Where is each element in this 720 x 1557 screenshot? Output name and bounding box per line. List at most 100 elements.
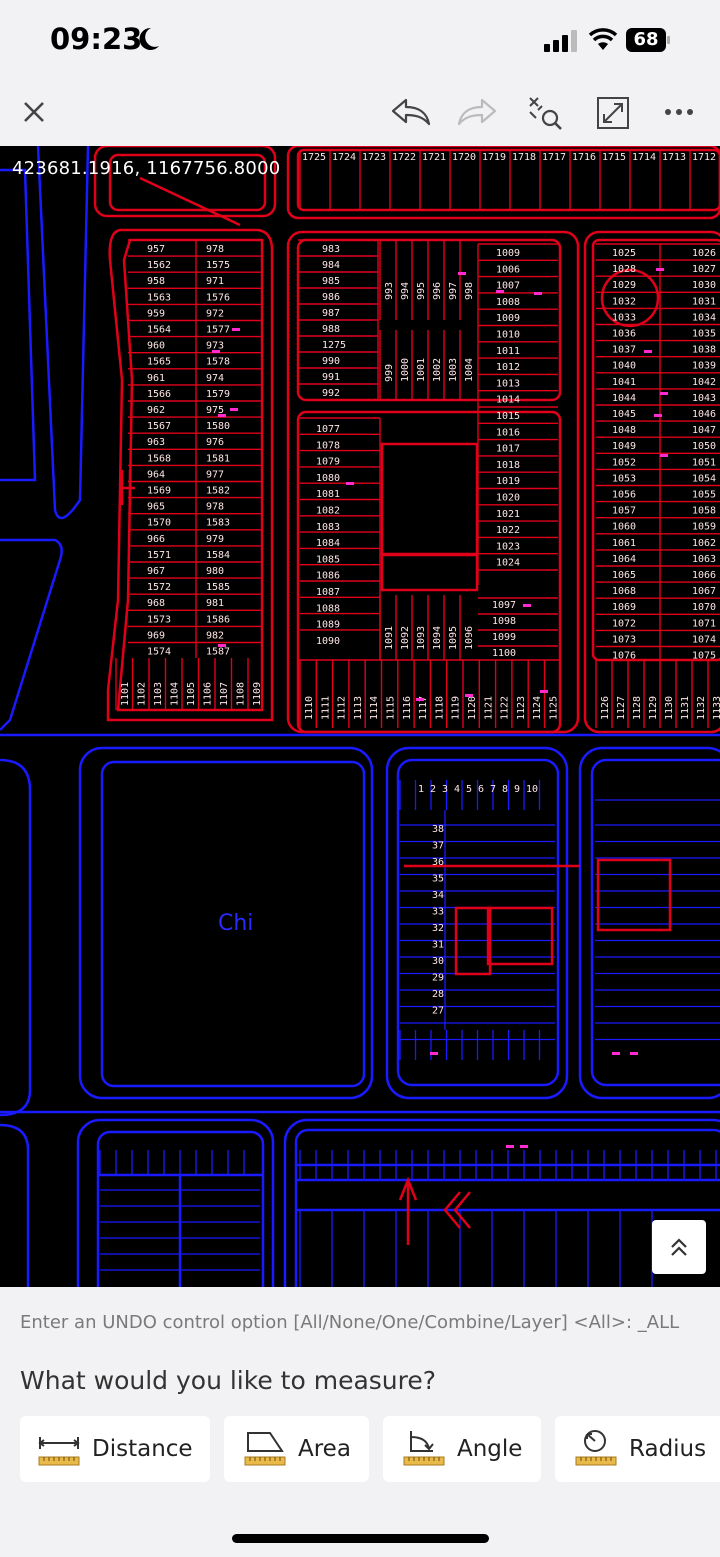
close-icon <box>24 102 44 122</box>
lot-label: 1044 <box>612 393 636 404</box>
lot-label: 1087 <box>316 587 340 598</box>
lot-label: 1071 <box>692 618 716 629</box>
lot-label: 31 <box>432 940 444 951</box>
lot-label: 1080 <box>316 473 340 484</box>
lot-label: 1055 <box>692 490 716 501</box>
lot-label: 1725 <box>302 152 326 163</box>
measure-angle-label: Angle <box>457 1436 523 1462</box>
lot-label-vertical: 1132 <box>696 696 707 720</box>
more-button[interactable] <box>658 92 700 132</box>
lot-label-vertical: 1115 <box>386 696 397 720</box>
lot-label-vertical: 993 <box>384 282 395 300</box>
lot-label: 1564 <box>147 325 171 336</box>
more-icon <box>665 109 693 115</box>
lot-label: 1721 <box>422 152 446 163</box>
lot-label: 1074 <box>692 634 716 645</box>
marker <box>232 328 240 331</box>
lot-label: 1574 <box>147 647 171 658</box>
marker <box>212 350 220 353</box>
lot-label-vertical: 1003 <box>448 358 459 382</box>
lot-label: 1068 <box>612 586 636 597</box>
marker <box>496 290 504 293</box>
lot-label: 1016 <box>496 427 520 438</box>
lot-label: 1012 <box>496 362 520 373</box>
lot-label: 1018 <box>496 460 520 471</box>
lot-label: 1722 <box>392 152 416 163</box>
measure-angle-button[interactable]: Angle <box>383 1416 541 1482</box>
redo-icon <box>457 98 497 126</box>
lot-label: 1714 <box>632 152 656 163</box>
close-button[interactable] <box>14 92 54 132</box>
lot-label: 1053 <box>612 473 636 484</box>
lot-label: 969 <box>147 630 165 641</box>
lot-label: 1021 <box>496 509 520 520</box>
lot-label: 1572 <box>147 582 171 593</box>
cursor-coordinates: 423681.1916, 1167756.8000 <box>12 158 281 179</box>
lot-label: 1098 <box>492 616 516 627</box>
lot-label: 1025 <box>612 248 636 259</box>
lot-label-vertical: 998 <box>464 282 475 300</box>
lot-label: 1034 <box>692 312 716 323</box>
lot-label: 1063 <box>692 554 716 565</box>
lot-label: 1045 <box>612 409 636 420</box>
lot-label: 1084 <box>316 538 340 549</box>
lot-label: 1718 <box>512 152 536 163</box>
lot-label-vertical: 1120 <box>467 696 478 720</box>
lot-label: 1043 <box>692 393 716 404</box>
lot-label: 2 <box>430 784 436 795</box>
lot-label: 960 <box>147 341 165 352</box>
lot-label: 982 <box>206 630 224 641</box>
undo-button[interactable] <box>388 92 434 132</box>
lot-label: 4 <box>454 784 460 795</box>
marker <box>430 1052 438 1055</box>
lot-label-vertical: 997 <box>448 282 459 300</box>
lot-label: 1078 <box>316 440 340 451</box>
lot-label: 992 <box>322 388 340 399</box>
cad-drawing[interactable]: 9571562958156395915649601565961156696215… <box>0 146 720 1287</box>
lot-label: 965 <box>147 502 165 513</box>
marker <box>523 604 531 607</box>
lot-label: 1715 <box>602 152 626 163</box>
lot-label: 986 <box>322 292 340 303</box>
double-chevron-up-icon <box>671 1238 687 1256</box>
lot-label-vertical: 1117 <box>418 696 429 720</box>
lot-label: 1035 <box>692 329 716 340</box>
lot-label-vertical: 1123 <box>516 696 527 720</box>
lot-label: 1007 <box>496 281 520 292</box>
lot-label: 1562 <box>147 260 171 271</box>
lot-label: 976 <box>206 437 224 448</box>
expand-icon <box>597 97 629 129</box>
lot-label: 978 <box>206 502 224 513</box>
lot-label-vertical: 1108 <box>236 682 247 706</box>
measure-radius-button[interactable]: Radius <box>555 1416 720 1482</box>
marker <box>540 690 548 693</box>
home-indicator <box>232 1534 489 1543</box>
measure-area-button[interactable]: Area <box>224 1416 369 1482</box>
lot-label-vertical: 1092 <box>400 626 411 650</box>
scroll-up-button[interactable] <box>652 1220 706 1274</box>
measure-distance-button[interactable]: Distance <box>20 1416 210 1482</box>
lot-label: 1054 <box>692 473 716 484</box>
lot-label: 1061 <box>612 538 636 549</box>
lot-label: 966 <box>147 534 165 545</box>
lot-label: 1072 <box>612 618 636 629</box>
lot-label: 979 <box>206 534 224 545</box>
lot-label: 1579 <box>206 389 230 400</box>
search-select-button[interactable] <box>524 92 566 134</box>
lot-label: 5 <box>466 784 472 795</box>
lot-label: 977 <box>206 469 224 480</box>
lot-label: 1586 <box>206 614 230 625</box>
marker <box>218 414 226 417</box>
lot-label: 1029 <box>612 280 636 291</box>
lot-label-vertical: 1095 <box>448 626 459 650</box>
lot-label: 1081 <box>316 489 340 500</box>
command-prompt: What would you like to measure? <box>20 1366 437 1395</box>
lot-label: 1575 <box>206 260 230 271</box>
fullscreen-button[interactable] <box>592 92 634 134</box>
lot-label: 968 <box>147 598 165 609</box>
redo-button[interactable] <box>454 92 500 132</box>
lot-label: 1583 <box>206 518 230 529</box>
lot-label: 1723 <box>362 152 386 163</box>
lot-label: 1069 <box>612 602 636 613</box>
